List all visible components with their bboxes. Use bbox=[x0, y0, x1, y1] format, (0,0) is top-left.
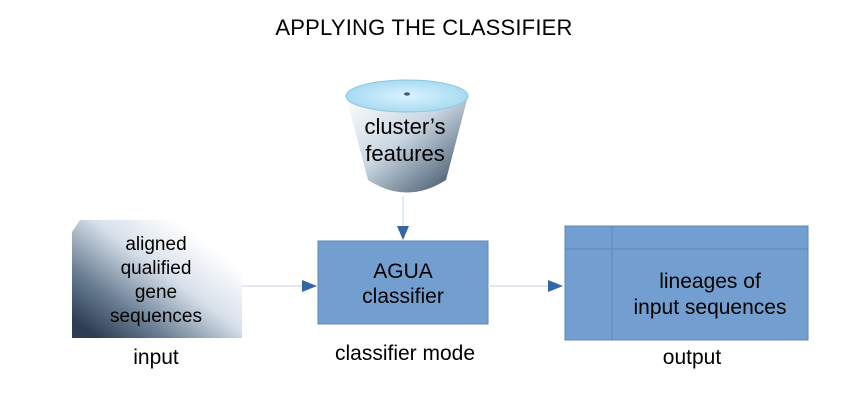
classifier-box-line: AGUA bbox=[373, 260, 433, 283]
arrow-classifier-to-output bbox=[488, 280, 563, 292]
output-box-line: lineages of bbox=[659, 270, 761, 293]
output-box-line: input sequences bbox=[633, 296, 787, 319]
features-store-line: cluster’s bbox=[364, 114, 446, 139]
input-box-line: sequences bbox=[110, 306, 202, 327]
features-store-line: features bbox=[365, 141, 445, 166]
classifier-box bbox=[317, 240, 489, 325]
input-box-line: qualified bbox=[120, 258, 192, 279]
input-box-line: gene bbox=[134, 282, 178, 303]
input-box-label: aligned qualified gene sequences bbox=[72, 233, 240, 329]
input-box-line: aligned bbox=[125, 234, 187, 255]
input-box bbox=[72, 220, 242, 338]
features-store-cylinder bbox=[345, 79, 469, 193]
output-box-label: lineages of input sequences bbox=[612, 269, 808, 321]
arrow-features-to-classifier bbox=[397, 196, 409, 240]
output-caption: output bbox=[662, 346, 722, 369]
classifier-mode-caption: classifier mode bbox=[334, 342, 476, 365]
arrow-input-to-classifier bbox=[242, 280, 317, 292]
classifier-box-line: classifier bbox=[362, 285, 444, 308]
input-caption: input bbox=[133, 346, 179, 369]
features-store-label: cluster’s features bbox=[340, 113, 470, 167]
classifier-box-label: AGUA classifier bbox=[318, 259, 488, 309]
output-box bbox=[564, 225, 809, 341]
diagram-title: APPLYING THE CLASSIFIER bbox=[275, 15, 573, 40]
